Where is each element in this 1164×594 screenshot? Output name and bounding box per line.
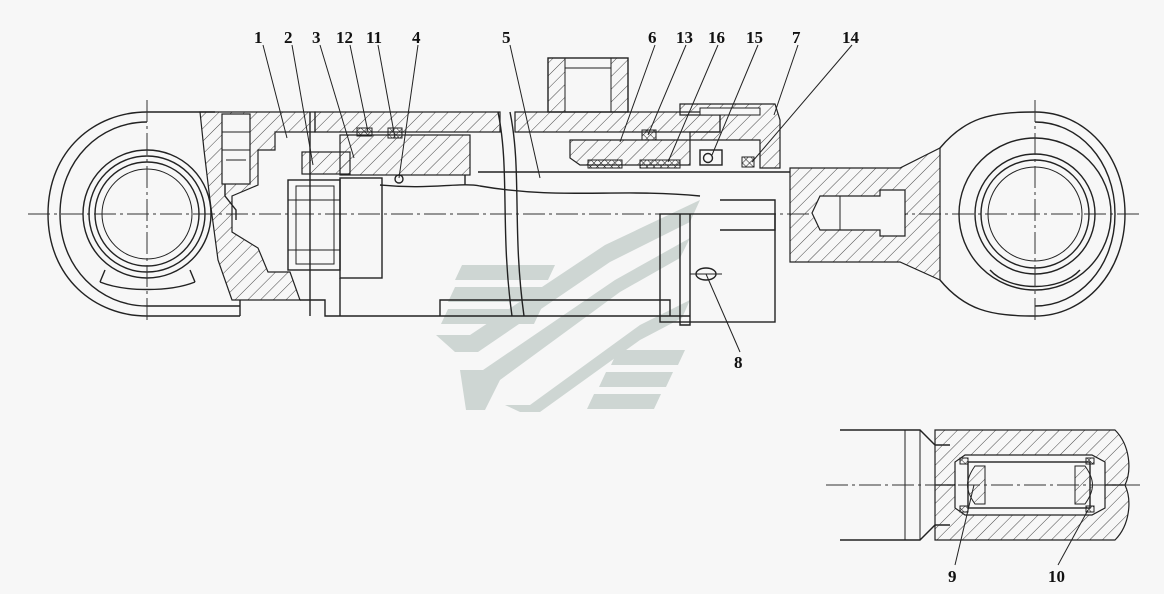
callout-14: 14 [842,28,860,47]
callout-4: 4 [412,28,421,47]
callout-7: 7 [792,28,801,47]
cylinder-head-section [199,111,316,301]
callout-2: 2 [284,28,293,47]
callout-8: 8 [734,353,743,372]
callout-11: 11 [366,28,382,47]
detail-view-bearing [826,429,1140,541]
right-mounting-eye [789,100,1126,322]
watermark-logo [436,200,700,412]
callout-13: 13 [676,28,693,47]
callout-1: 1 [254,28,263,47]
callout-10: 10 [1048,567,1065,586]
piston-rod [379,111,790,326]
callout-16: 16 [708,28,725,47]
leader-lines [262,44,1089,566]
callout-labels: 1 2 3 12 11 4 5 6 13 16 15 7 14 8 9 10 [254,28,1065,586]
callout-6: 6 [648,28,657,47]
piston-nut-group [287,127,471,279]
left-mounting-eye [47,100,240,322]
port-fitting [547,57,629,113]
callout-9: 9 [948,567,957,586]
callout-3: 3 [312,28,321,47]
callout-5: 5 [502,28,511,47]
callout-12: 12 [336,28,353,47]
callout-15: 15 [746,28,763,47]
